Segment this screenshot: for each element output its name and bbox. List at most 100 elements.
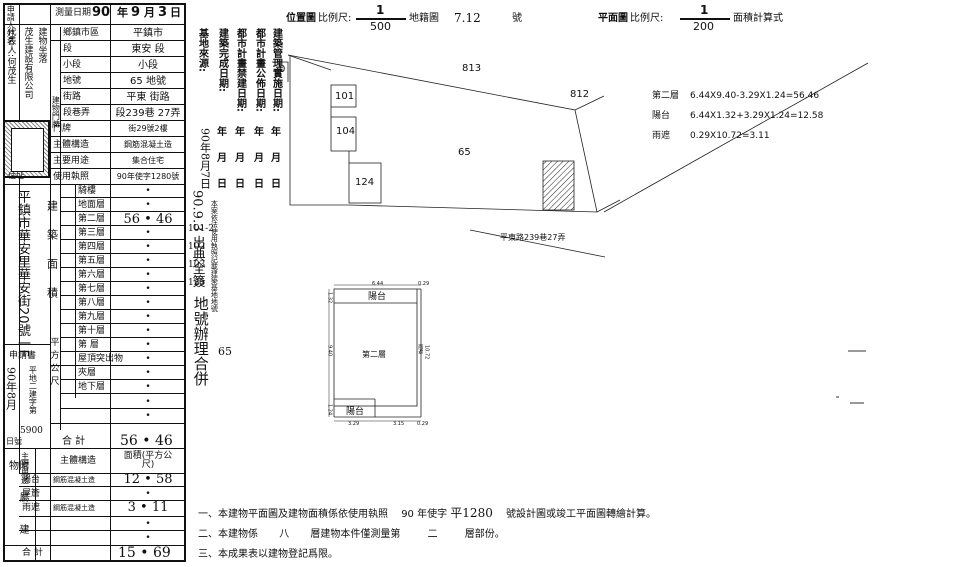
attached-structure-header: 主體構造 bbox=[60, 456, 97, 466]
source-note: 本案依法使用執照記載建築基地地號 bbox=[210, 200, 219, 312]
location-row-value: 街29號2樓 bbox=[128, 124, 168, 133]
dim-top-right: 0.29 bbox=[418, 281, 430, 287]
location-scale-num: 1 bbox=[376, 3, 385, 17]
attached-area-header: 面積(平方公尺) bbox=[123, 451, 173, 470]
location-row-value: 東安 段 bbox=[131, 44, 165, 55]
floor-row-label: 第七層 bbox=[78, 284, 106, 294]
calc-label: 第二層 bbox=[652, 91, 680, 101]
date-unit: 日 bbox=[217, 179, 227, 190]
survey-year: 90 bbox=[92, 5, 111, 20]
owner-address: 平鎮市華安里華安街20號一F bbox=[14, 190, 30, 358]
attached-structure: 鋼筋混凝土造 bbox=[53, 476, 95, 484]
survey-day: 3 bbox=[158, 5, 168, 20]
floor-row-label: 第五層 bbox=[78, 256, 106, 266]
location-row-value: 小段 bbox=[138, 60, 158, 71]
floor-row-value: • bbox=[145, 411, 151, 421]
note-2: 二、本建物係 八 層建物本件僅測量第 二 層部份。 bbox=[198, 529, 505, 540]
company-name: 茂生建設有限公司 bbox=[22, 27, 33, 99]
floor-row-label: 第八層 bbox=[78, 298, 106, 308]
date-unit: 月 bbox=[254, 153, 264, 164]
dim-bottom-2: 3.15 bbox=[393, 421, 405, 427]
location-row-label: 段 bbox=[63, 44, 73, 54]
location-row-label: 地號 bbox=[63, 76, 82, 86]
cadastral-map bbox=[272, 54, 869, 258]
floor-row-label: 第十層 bbox=[78, 326, 106, 336]
attached-use: 屋簷 bbox=[22, 489, 41, 499]
survey-date-label: 測量日期 bbox=[55, 8, 92, 18]
attached-area: 12 • 58 bbox=[123, 472, 173, 487]
date-unit: 年 bbox=[235, 127, 245, 138]
location-row-value: 90年使字1280號 bbox=[116, 172, 180, 181]
survey-day-unit: 日 bbox=[170, 6, 181, 19]
floor-plan bbox=[328, 284, 422, 422]
floor-plan-title: 平面圖 bbox=[598, 13, 628, 24]
floor-row-value: • bbox=[145, 368, 151, 378]
floor-row-value: • bbox=[145, 397, 151, 407]
calc-label: 雨遮 bbox=[652, 131, 671, 141]
applicant-header: 申請人姓名 bbox=[6, 5, 16, 45]
survey-month-unit: 月 bbox=[144, 6, 155, 19]
calc-formula: 0.29X10.72=3.11 bbox=[690, 131, 770, 141]
survey-table bbox=[3, 3, 186, 562]
handwritten-approval: 90.9.3 出典全簽 bbox=[189, 190, 205, 288]
dim-bottom-1: 3.29 bbox=[348, 421, 360, 427]
calc-label: 陽台 bbox=[652, 111, 671, 121]
address-label: 住址 bbox=[8, 171, 24, 180]
attached-use: 陽台 bbox=[22, 475, 41, 485]
floor-row-value: • bbox=[145, 242, 151, 252]
location-row-label: 主要用途 bbox=[53, 156, 90, 166]
cadastral-no: 7.12 bbox=[454, 11, 481, 25]
attached-total-value: 15 • 69 bbox=[118, 545, 171, 561]
application-no: 5900 bbox=[20, 426, 43, 436]
cadastral-label: 地籍圖 bbox=[409, 13, 439, 24]
location-row-label: 鄉鎮市區 bbox=[63, 28, 100, 38]
scan-noise bbox=[836, 350, 866, 404]
date-unit: 月 bbox=[271, 153, 281, 164]
table-divider bbox=[75, 184, 76, 398]
date-unit: 日 bbox=[254, 179, 264, 190]
calc-formula: 6.44X9.40-3.29X1.24=56.46 bbox=[690, 91, 820, 101]
handwritten-lot-65: 65 bbox=[218, 345, 232, 358]
lot-number: 101 bbox=[335, 91, 355, 102]
room-balcony-bottom: 陽台 bbox=[346, 407, 365, 417]
room-balcony-top: 陽台 bbox=[368, 292, 387, 302]
location-row-value: 65 地號 bbox=[130, 76, 166, 87]
lot-number: 812 bbox=[570, 89, 590, 100]
dim-left-bottom: 1.24 bbox=[326, 404, 333, 416]
plan-scale-num: 1 bbox=[700, 3, 709, 17]
floor-row-label: 騎樓 bbox=[78, 186, 97, 196]
room-canopy: 雨遮 bbox=[417, 344, 424, 354]
table-divider bbox=[60, 184, 61, 430]
location-row-value: 平鎮市 bbox=[133, 28, 163, 39]
dim-bottom-3: 0.29 bbox=[417, 421, 429, 427]
location-row-label: 門牌 bbox=[53, 124, 72, 134]
attached-area: • bbox=[145, 519, 151, 529]
plan-scale-label: 比例尺: bbox=[630, 13, 664, 24]
floor-row-label: 第三層 bbox=[78, 228, 106, 238]
floor-row-value: 56 • 46 bbox=[123, 212, 173, 227]
floor-row-label: 夾層 bbox=[78, 368, 97, 378]
total-value: 56 • 46 bbox=[120, 433, 173, 449]
floor-row-value: • bbox=[145, 340, 151, 350]
middle-label: 建築管理實施日期: bbox=[270, 28, 282, 112]
seal-stamp bbox=[3, 120, 50, 178]
total-label: 合 計 bbox=[62, 436, 86, 447]
location-label: 建物坐落 bbox=[36, 27, 47, 63]
dim-left-mid: 9.40 bbox=[326, 345, 333, 357]
floor-row-label: 第九層 bbox=[78, 312, 106, 322]
location-row-value: 平東 街路 bbox=[126, 92, 170, 103]
room-second-floor: 第二層 bbox=[362, 350, 386, 359]
floor-row-label: 地面層 bbox=[78, 200, 106, 210]
floor-row-value: • bbox=[145, 228, 151, 238]
location-row-label: 街路 bbox=[63, 92, 82, 102]
handwritten-lot: 125 bbox=[188, 278, 206, 288]
floor-row-value: • bbox=[145, 382, 151, 392]
table-divider bbox=[60, 27, 61, 184]
lot-number: 104 bbox=[336, 126, 356, 137]
representative: 代表人:何茂生 bbox=[5, 27, 16, 85]
dim-top: 6.44 bbox=[372, 281, 384, 287]
floor-row-value: • bbox=[145, 284, 151, 294]
location-row-value: 段239巷 27弄 bbox=[115, 108, 181, 119]
floor-row-label: 第六層 bbox=[78, 270, 106, 280]
